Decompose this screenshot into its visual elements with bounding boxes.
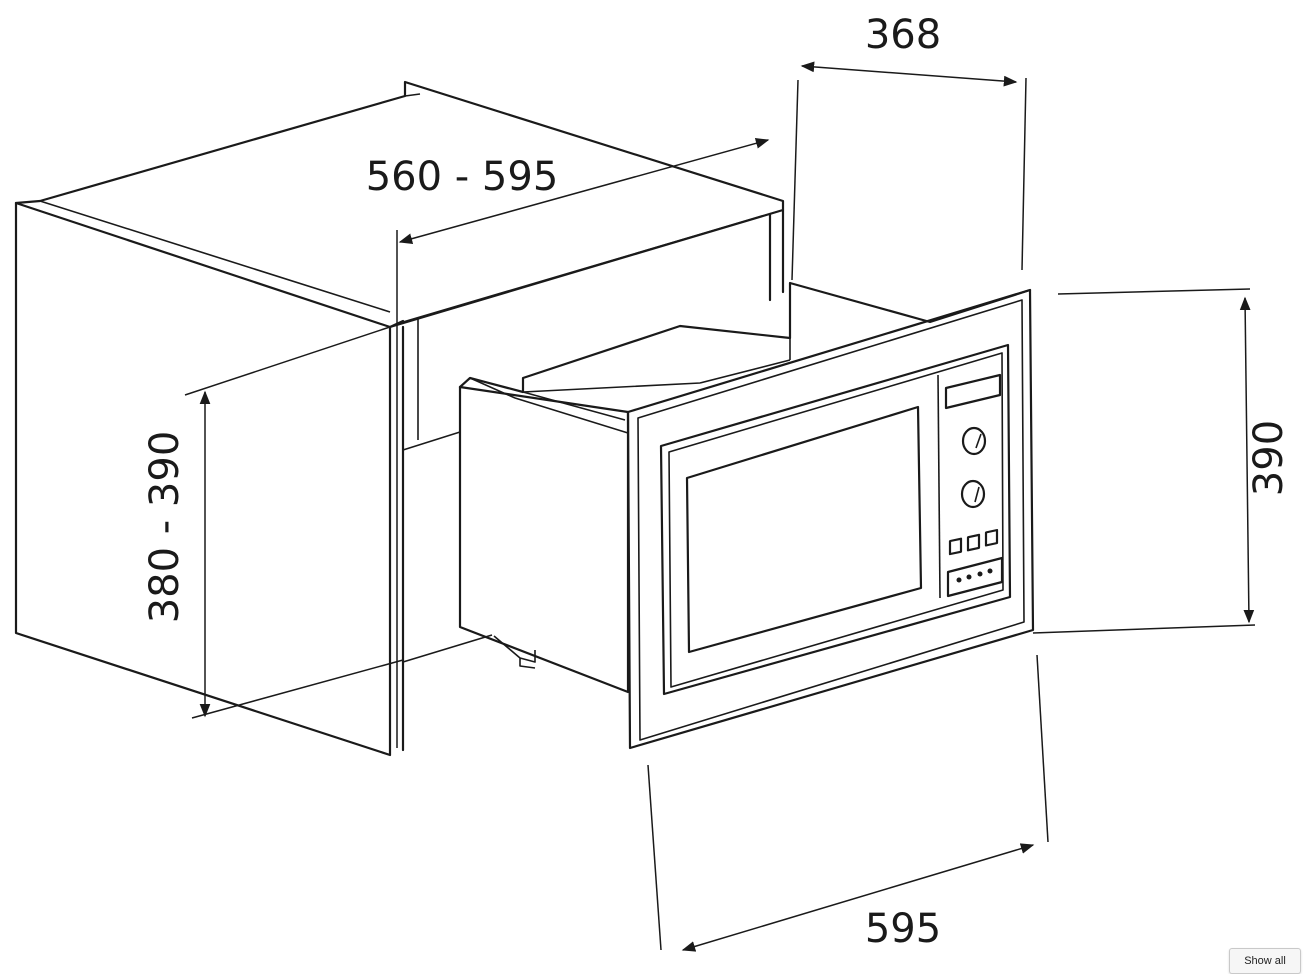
control-dot-2 [966,574,972,580]
microwave-front-frame [626,288,1035,750]
appliance-width-label: 595 [865,906,941,952]
power-knob-icon [961,426,987,456]
depth-ext-right [1021,77,1027,271]
appliance-width-ext-left [647,764,662,951]
timer-knob-mark [974,486,980,503]
dimension-appliance-height: 390 [1032,288,1292,634]
cabinet-inner-shelf [402,431,493,663]
control-dot-1 [956,577,962,583]
timer-knob-icon [960,479,986,509]
microwave-frame-inner [637,299,1025,741]
control-dot-4 [987,568,993,574]
appliance-height-label: 390 [1246,420,1292,496]
cabinet-height-ext-top [184,321,406,396]
microwave-top-rear [469,377,629,434]
microwave-door-inner [668,352,1004,688]
control-dots-strip [946,556,1004,598]
appliance-width-arrow [681,843,1035,952]
depth-ext-left [791,79,799,281]
cabinet-width-label: 560 - 595 [366,154,559,200]
microwave-foot [493,635,536,669]
cabinet-top-panel [14,80,785,329]
cabinet-height-ext-bottom [191,659,404,719]
control-dot-3 [977,571,983,577]
microwave-window [685,405,923,654]
cabinet-width-arrow [398,138,770,244]
cabinet-height-label: 380 - 390 [142,431,188,624]
microwave [458,281,1035,750]
show-all-button[interactable]: Show all [1229,948,1301,974]
cabinet-top-inner-edge [39,93,421,313]
appliance-height-arrow [1239,296,1255,624]
depth-arrow [800,61,1018,87]
cabinet-left-panel [14,201,392,757]
microwave-body-side [458,385,630,694]
control-panel-divider [937,374,941,599]
appliance-width-ext-right [1036,654,1049,843]
control-display [944,373,1002,410]
power-knob-mark [975,433,982,449]
dimension-cabinet-height: 380 - 390 [142,321,406,719]
depth-label: 368 [865,12,941,58]
control-button-3 [984,528,999,547]
control-button-1 [948,537,963,556]
microwave-top-panel [522,338,791,421]
appliance-height-ext-top [1057,288,1251,295]
cabinet-right-post [768,208,785,302]
appliance-height-ext-bottom [1032,624,1256,634]
dimension-depth: 368 [791,12,1027,281]
microwave-body-top [458,281,1032,394]
dimension-cabinet-width: 560 - 595 [366,138,770,748]
control-button-2 [966,533,981,552]
microwave-door [659,343,1012,696]
dimension-appliance-width: 595 [647,654,1049,952]
